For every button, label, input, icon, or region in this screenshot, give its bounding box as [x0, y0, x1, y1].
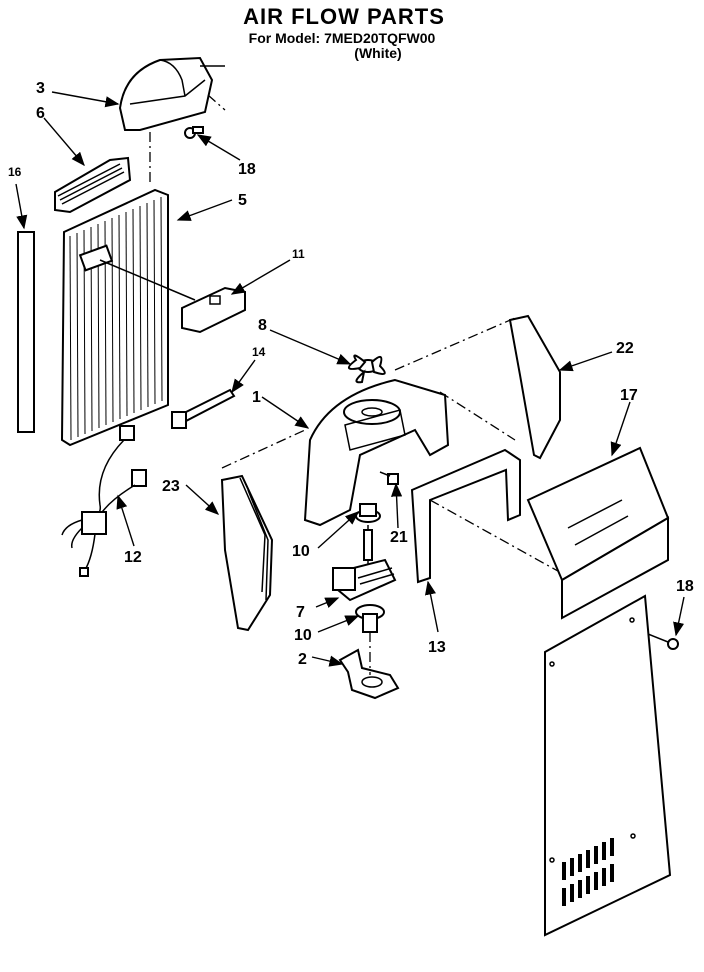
alignment-line [429, 499, 566, 576]
callout-23: 23 [162, 478, 180, 495]
callout-5: 5 [238, 192, 247, 209]
part-10-bushing-upper [355, 503, 381, 523]
callout-3: 3 [36, 80, 45, 97]
part-21-screw [379, 471, 399, 485]
part-22-damper [508, 314, 561, 460]
part-7-fan-motor [332, 525, 397, 602]
model-number: For Model: 7MED20TQFW00 [248, 30, 436, 46]
alignment-line [207, 94, 226, 111]
part-11-bracket [181, 286, 246, 334]
part-3-air-duct [118, 56, 225, 131]
callout-18-right: 18 [676, 578, 694, 595]
part-17-duct-cover [526, 446, 670, 620]
callout-1: 1 [252, 389, 261, 406]
part-13-air-channel [410, 448, 521, 584]
part-23-side-duct [220, 474, 274, 632]
callout-labels: 3 6 16 5 18 11 8 14 1 22 17 23 12 10 21 … [8, 80, 694, 668]
callout-21: 21 [390, 529, 408, 546]
diagram-title: AIR FLOW PARTS [243, 4, 445, 29]
part-1-fan-housing [303, 378, 450, 527]
callout-18-top: 18 [238, 161, 256, 178]
rear-panel [544, 594, 672, 937]
part-18-screw [184, 126, 204, 139]
part-2-motor-bracket [338, 648, 400, 700]
callout-14: 14 [252, 345, 266, 359]
callout-2: 2 [298, 651, 307, 668]
callout-13: 13 [428, 639, 446, 656]
callout-16: 16 [8, 165, 22, 179]
part-18-screw-right [647, 633, 679, 650]
callout-17: 17 [620, 387, 638, 404]
callout-22: 22 [616, 340, 634, 357]
callout-11: 11 [292, 247, 305, 261]
part-6-grille [54, 156, 132, 214]
part-14-probe [171, 388, 236, 429]
part-16-gasket-strip [17, 231, 35, 433]
callout-10-lower: 10 [294, 627, 312, 644]
alignment-line [394, 317, 516, 371]
alignment-line [221, 429, 306, 469]
callout-7: 7 [296, 604, 305, 621]
part-10-bushing-lower [355, 604, 385, 633]
part-8-fan-blade [348, 354, 386, 384]
color-variant: (White) [354, 45, 402, 61]
callout-10-upper: 10 [292, 543, 310, 560]
callout-6: 6 [36, 105, 45, 122]
alignment-line [439, 391, 516, 441]
callout-leaders [15, 91, 685, 667]
part-5-evaporator-cover [60, 188, 196, 447]
callout-8: 8 [258, 317, 267, 334]
part-12-wire-harness [61, 425, 147, 577]
callout-12: 12 [124, 549, 142, 566]
